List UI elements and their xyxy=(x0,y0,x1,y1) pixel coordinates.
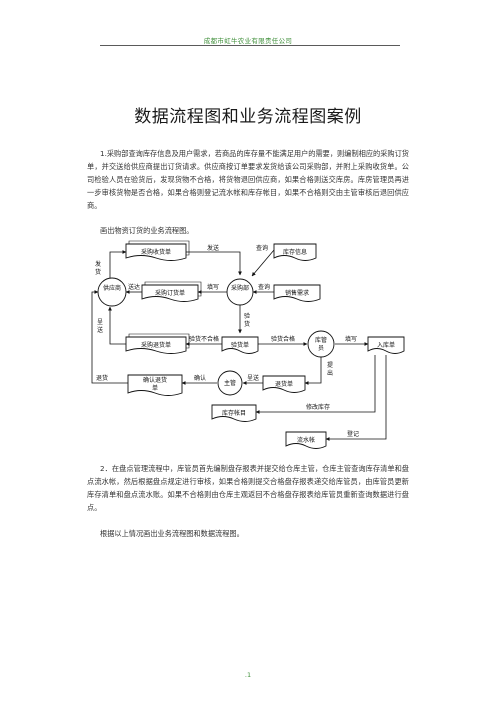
edge-label-inspect-fail: 验货不合格 xyxy=(189,335,219,343)
doc-return-goods-label: 退货单 xyxy=(275,380,293,388)
doc-confirm-return xyxy=(127,374,183,396)
node-keeper-label-1: 库管 xyxy=(315,336,327,344)
node-supplier-label-1: 供应商 xyxy=(103,284,121,292)
paragraph-2-task: 根据以上情况画出业务流程图和数据流程图。 xyxy=(100,529,244,538)
doc-journal-label: 流水帐 xyxy=(297,436,315,444)
page-title: 数据流程图和业务流程图案例 xyxy=(134,107,362,127)
doc-receipt-label: 采购收货单 xyxy=(141,248,171,256)
node-warehouse-keeper xyxy=(307,330,335,358)
edge-label-query-2: 查询 xyxy=(258,283,270,291)
paragraph-1: 1.采购部查询库存信息及用户需求，若商品的库存量不能满足用户的需要，则编制相应的… xyxy=(87,149,409,210)
doc-inbound-label: 入库单 xyxy=(377,341,395,349)
node-purchasing xyxy=(226,278,254,306)
doc-inventory-ledger xyxy=(211,404,257,422)
doc-inbound xyxy=(367,336,405,354)
doc-order-label: 采购订货单 xyxy=(155,289,185,297)
edge-label-deliver-3: 呈送 xyxy=(247,374,259,382)
node-supplier xyxy=(97,277,127,307)
doc-inventory-ledger-label: 库存帐目 xyxy=(222,409,246,417)
doc-return xyxy=(125,336,187,354)
paragraph-1-task: 画出物资订货的业务流程图。 xyxy=(100,226,194,235)
paragraph-2: 2．在盘点管理流程中，库管员首先编制盘存报表并提交给仓库主管，仓库主管查询库存清… xyxy=(87,464,409,512)
edge-label-deliver-1: 送达 xyxy=(128,283,140,291)
header-company-name: 成都市虹牛农业有限责任公司 xyxy=(203,37,293,45)
doc-return-goods xyxy=(262,375,306,393)
doc-inventory-info xyxy=(273,243,317,261)
edge-label-deliver-2b: 送 xyxy=(97,326,103,334)
node-purchasing-label: 采购部 xyxy=(231,284,249,292)
doc-journal xyxy=(285,431,327,449)
edge-label-inspect-1: 验 xyxy=(244,312,250,320)
edge-label-return-goods: 退货 xyxy=(96,374,108,382)
edge-label-register: 登记 xyxy=(347,430,359,438)
edge-label-modify-inventory: 修改库存 xyxy=(306,403,330,411)
doc-confirm-return-label-1: 确认退货 xyxy=(143,376,167,384)
edge-label-send: 发送 xyxy=(207,244,219,252)
edge-label-inspect-2: 货 xyxy=(244,320,250,328)
doc-confirm-return-label-2: 单 xyxy=(152,384,158,392)
node-manager xyxy=(217,370,243,396)
edge-label-fill-in-2: 填写 xyxy=(345,335,357,343)
edge-label-query-1: 查询 xyxy=(256,244,268,252)
doc-return-label: 采购退货单 xyxy=(141,341,171,349)
edge-label-ship-1: 发 xyxy=(95,260,101,268)
header-divider xyxy=(100,45,400,46)
node-keeper-label-2: 员 xyxy=(318,345,324,352)
page-number: .1 xyxy=(244,671,252,679)
doc-order xyxy=(141,284,199,302)
doc-inventory-info-label: 库存信息 xyxy=(283,248,307,256)
business-flow-diagram: 供应商 采购部 库管 员 主管 采购收货单 库存信息 采购订货单 销售需求 采购… xyxy=(91,240,405,449)
edge-label-ship-2: 货 xyxy=(95,268,101,276)
doc-receipt xyxy=(125,243,187,261)
node-manager-label: 主管 xyxy=(224,379,236,387)
edge-label-raise-2: 出 xyxy=(327,369,333,377)
doc-inspection xyxy=(221,336,259,354)
edge-label-inspect-pass: 验货合格 xyxy=(271,335,295,343)
edge-label-raise-1: 提 xyxy=(327,361,333,369)
edge-label-confirm: 确认 xyxy=(194,374,206,382)
doc-inspection-label: 验货单 xyxy=(231,341,249,349)
edge-label-fill-in-1: 填写 xyxy=(207,283,219,291)
doc-sales-demand xyxy=(273,284,321,302)
doc-sales-demand-label: 销售需求 xyxy=(285,289,309,297)
edge-label-deliver-2a: 呈 xyxy=(97,319,103,326)
